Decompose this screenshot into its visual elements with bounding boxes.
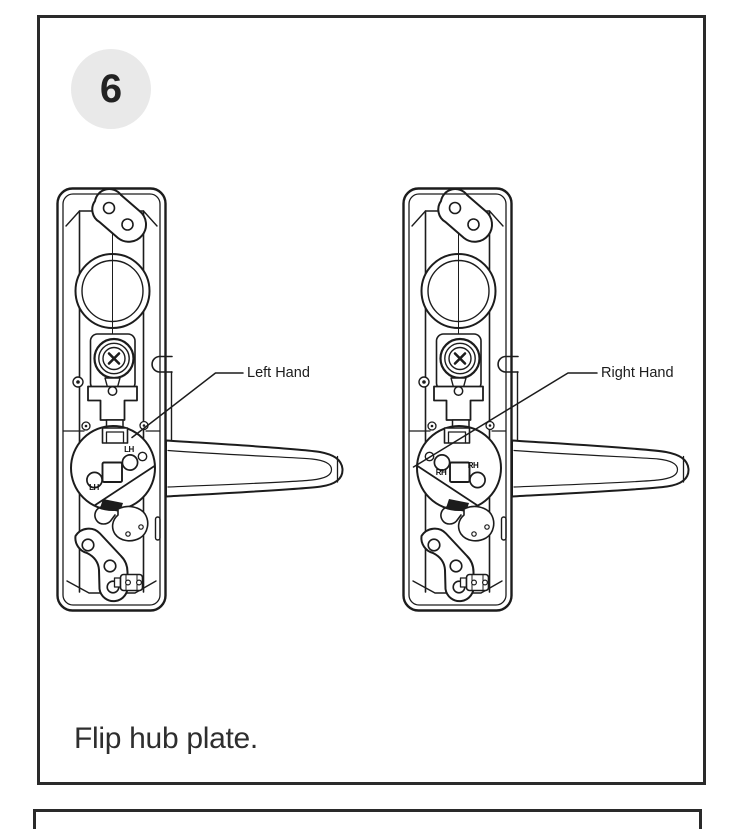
rh-stamp-right: RH — [467, 461, 479, 470]
rh-stamp-left: RH — [435, 468, 447, 477]
step-caption: Flip hub plate. — [74, 722, 258, 755]
right-hand-label: Right Hand — [601, 365, 674, 381]
step-number: 6 — [99, 67, 123, 111]
lh-stamp-lower: LH — [89, 483, 99, 492]
next-step-frame — [33, 809, 702, 829]
lh-stamp-upper: LH — [124, 445, 134, 454]
step-number-badge: 6 — [71, 49, 151, 129]
step-frame — [37, 15, 706, 785]
left-hand-label: Left Hand — [247, 365, 310, 381]
